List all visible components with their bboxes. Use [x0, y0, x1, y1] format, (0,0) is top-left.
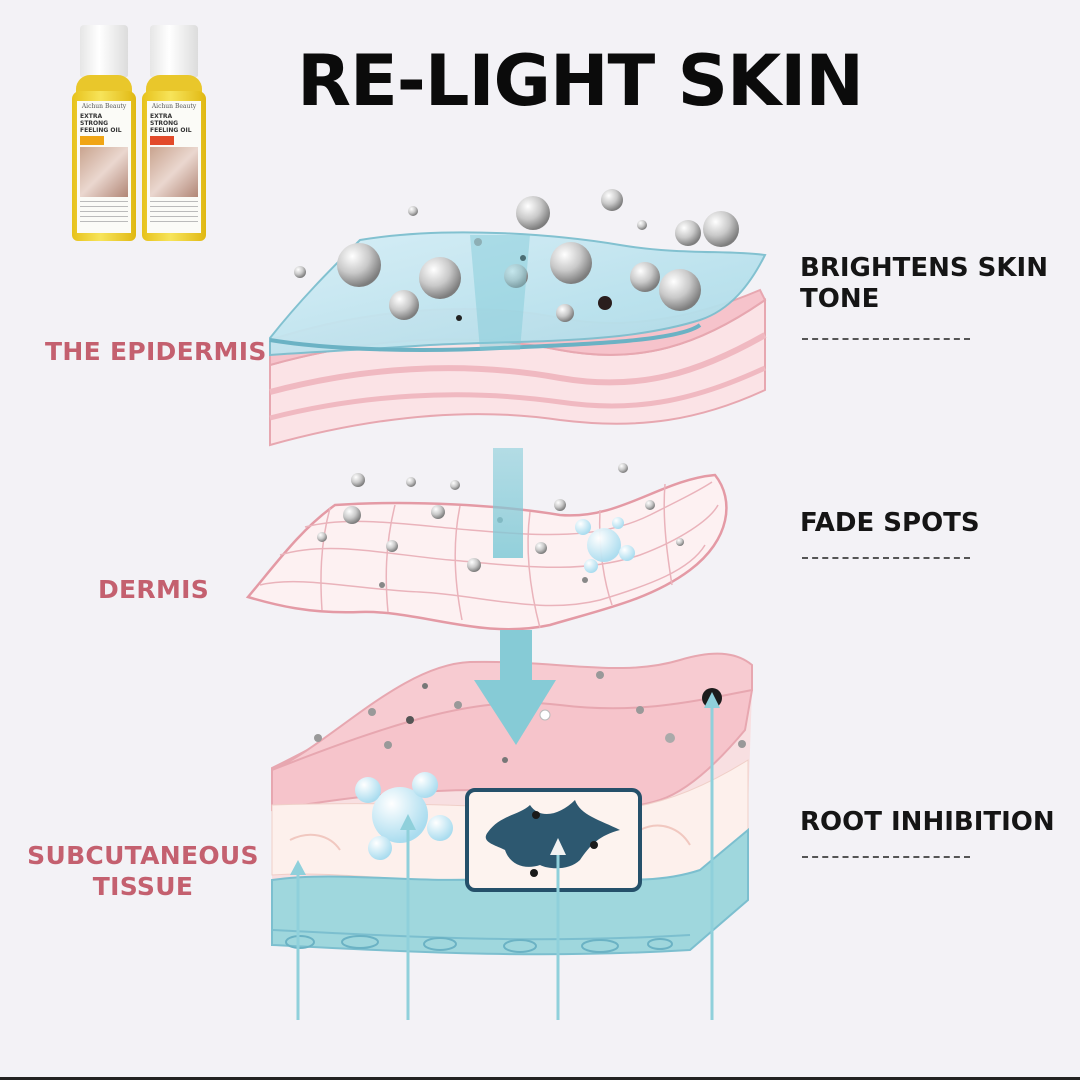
subcutaneous-label-line1: SUBCUTANEOUS: [27, 841, 259, 870]
benefit-brightens: BRIGHTENS SKIN TONE: [800, 253, 1048, 315]
product-name-line2: FEELING OIL: [80, 127, 122, 134]
divider-dashed: [802, 856, 970, 858]
benefit-brightens-line2: TONE: [800, 284, 880, 314]
benefit-root-inhibition: ROOT INHIBITION: [800, 807, 1055, 837]
product-name-line1: EXTRA STRONG: [150, 113, 179, 127]
product-bottle-2: Aichun Beauty EXTRA STRONG FEELING OIL: [142, 25, 206, 241]
dermis-label: DERMIS: [98, 575, 210, 604]
benefit-brightens-line1: BRIGHTENS SKIN: [800, 253, 1048, 283]
epidermis-label: THE EPIDERMIS: [45, 337, 267, 366]
penetration-beam: [470, 235, 556, 745]
product-name-line1: EXTRA STRONG: [80, 113, 109, 127]
divider-dashed: [802, 557, 970, 559]
divider-dashed: [802, 338, 970, 340]
page-title: RE-LIGHT SKIN: [297, 40, 864, 122]
subcutaneous-label: SUBCUTANEOUS TISSUE: [23, 840, 263, 902]
subcutaneous-label-line2: TISSUE: [92, 872, 194, 901]
bottom-border: [0, 1077, 1080, 1080]
epidermis-layer: [269, 189, 767, 447]
product-brand: Aichun Beauty: [151, 103, 197, 110]
upward-arrows: [290, 692, 720, 1020]
product-name-line2: FEELING OIL: [150, 127, 192, 134]
benefit-fade-spots: FADE SPOTS: [800, 508, 980, 538]
product-brand: Aichun Beauty: [81, 103, 127, 110]
dermis-layer: [245, 463, 728, 631]
product-bottle-1: Aichun Beauty EXTRA STRONG FEELING OIL: [72, 25, 136, 241]
subcutaneous-layer: [271, 652, 754, 956]
